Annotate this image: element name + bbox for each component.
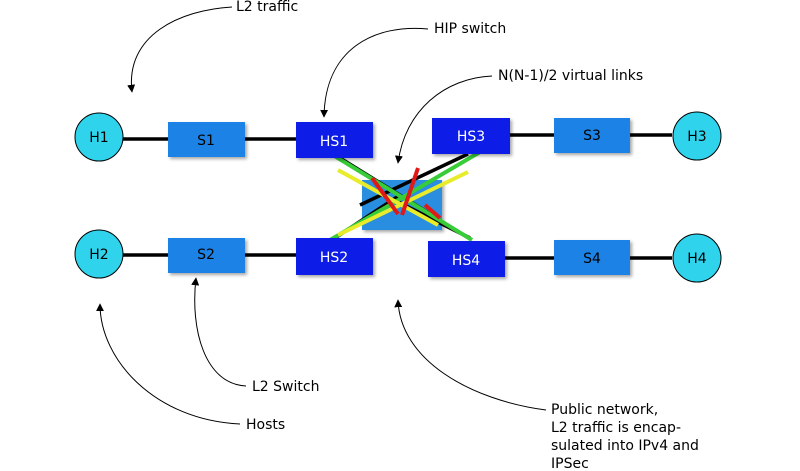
label-hip-switch: HIP switch: [434, 21, 506, 37]
host-h1-label: H1: [89, 130, 108, 146]
annotation-arrows: [96, 6, 547, 425]
host-h2-label: H2: [89, 247, 108, 263]
label-public-network-line-2: L2 traffic is encap-: [551, 420, 681, 436]
host-h3-label: H3: [687, 129, 706, 145]
switch-s3: S3: [554, 118, 630, 153]
vlink-green-1: [326, 150, 474, 242]
arrow-hosts: [96, 303, 241, 425]
label-public-network-line-3: sulated into IPv4 and: [551, 438, 699, 454]
vlink-red-3: [423, 203, 442, 220]
hip-switch-hs2: HS2: [296, 238, 373, 275]
vlink-red-2: [400, 167, 420, 216]
vlink-yellow-2: [337, 170, 469, 237]
switch-s2: S2: [168, 238, 245, 273]
host-h3: H3: [672, 111, 722, 161]
host-h2: H2: [74, 229, 124, 279]
arrow-l2-traffic: [127, 6, 233, 93]
host-h4: H4: [672, 233, 722, 283]
arrow-virtual-links: [394, 75, 493, 164]
label-l2-traffic: L2 traffic: [236, 0, 298, 15]
label-virtual-links: N(N-1)/2 virtual links: [498, 68, 643, 84]
arrow-hip-switch: [320, 27, 429, 118]
virtual-links: [326, 150, 482, 242]
switch-s3-label: S3: [583, 128, 601, 144]
hip-switch-hs4: HS4: [428, 241, 505, 277]
arrow-public-network: [394, 299, 547, 411]
switch-s1: S1: [168, 122, 245, 157]
label-l2-switch: L2 Switch: [252, 379, 319, 395]
switch-s4: S4: [554, 240, 630, 275]
label-public-network-line-4: IPSec: [551, 456, 589, 471]
hip-switch-hs1-label: HS1: [320, 134, 348, 150]
label-public-network-line-1: Public network,: [551, 402, 658, 418]
label-hosts: Hosts: [246, 417, 285, 433]
physical-links: [122, 133, 672, 260]
host-h4-label: H4: [687, 251, 707, 267]
arrow-l2-switch: [191, 277, 247, 387]
hip-switch-hs3: HS3: [432, 118, 510, 154]
host-h1: H1: [74, 112, 124, 162]
hip-switch-hs1: HS1: [296, 122, 373, 158]
switch-s4-label: S4: [583, 251, 601, 267]
hip-switch-hs4-label: HS4: [452, 253, 480, 269]
switch-s1-label: S1: [197, 133, 215, 149]
hip-switch-hs2-label: HS2: [320, 250, 348, 266]
switch-s2-label: S2: [197, 247, 215, 263]
vlink-red-1: [370, 176, 400, 216]
hip-switch-hs3-label: HS3: [457, 129, 485, 145]
